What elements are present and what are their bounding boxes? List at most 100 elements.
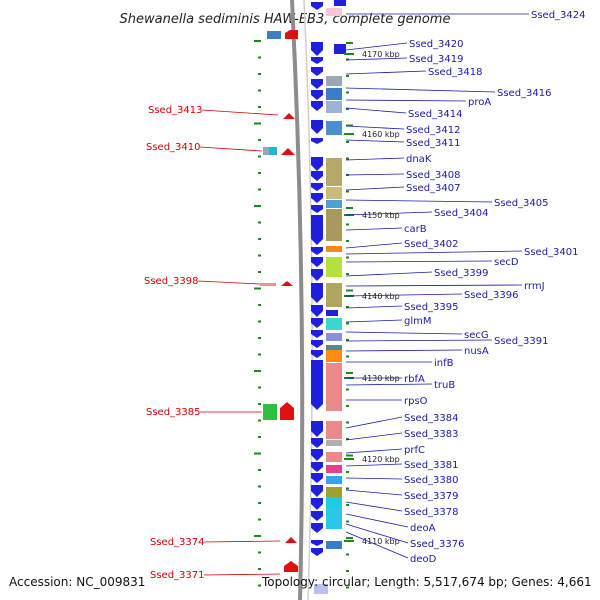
- gene-color-bar: [326, 345, 342, 350]
- right-gene-label: rbfA: [404, 374, 425, 385]
- gene-color-bar: [326, 318, 342, 330]
- forward-gene-arrow: [311, 120, 323, 134]
- tick-mark-left: [258, 403, 261, 405]
- gene-color-bar: [326, 476, 342, 484]
- forward-gene-arrow: [311, 215, 323, 245]
- tick-mark-right: [346, 520, 349, 523]
- right-gene-label: Ssed_3399: [434, 268, 489, 279]
- tick-mark-left: [258, 221, 261, 224]
- tick-mark-right: [346, 207, 353, 209]
- right-gene-label: Ssed_3420: [409, 39, 464, 50]
- tick-mark-left: [258, 353, 261, 356]
- tick-mark-right: [346, 256, 349, 259]
- tick-mark-left: [258, 89, 261, 92]
- forward-gene-arrow: [311, 473, 323, 483]
- gene-color-bar: [326, 440, 342, 446]
- right-gene-label: Ssed_3405: [494, 198, 549, 209]
- right-gene-label: Ssed_3418: [428, 67, 483, 78]
- genome-backbone: [290, 0, 305, 600]
- right-label-leader: [345, 242, 403, 249]
- gene-color-bar: [326, 350, 342, 362]
- gene-color-bar: [326, 465, 342, 473]
- right-gene-label: Ssed_3396: [464, 290, 519, 301]
- right-gene-label: glmM: [404, 316, 432, 327]
- forward-gene-arrow: [311, 257, 323, 267]
- tick-mark-right: [346, 124, 353, 127]
- left-gene-label: Ssed_3398: [144, 276, 199, 287]
- right-gene-label: infB: [434, 358, 454, 369]
- gene-color-bar: [326, 497, 342, 507]
- tick-mark-left: [258, 502, 261, 504]
- gene-color-bar: [326, 121, 342, 135]
- right-label-leader: [345, 157, 405, 161]
- forward-gene-arrow: [311, 183, 323, 191]
- tick-mark-left: [258, 139, 261, 141]
- left-gene-label: Ssed_3371: [150, 570, 205, 581]
- forward-gene-arrow: [311, 511, 323, 521]
- forward-gene-arrow: [311, 462, 323, 472]
- gene-color-bar: [326, 333, 342, 341]
- tick-mark-right: [346, 553, 349, 556]
- tick-mark-right: [346, 388, 349, 391]
- tick-mark-left: [258, 584, 261, 587]
- tick-mark-right: [346, 438, 349, 440]
- tick-mark-left: [258, 238, 261, 240]
- tick-mark-left: [258, 106, 261, 108]
- tick-mark-right: [346, 223, 349, 226]
- kbp-label: 4140 kbp: [362, 292, 400, 301]
- left-gene-labels: Ssed_3413Ssed_3410Ssed_3398Ssed_3385Ssed…: [144, 105, 281, 581]
- gene-color-bar: [326, 363, 342, 411]
- tick-mark-right: [346, 339, 349, 341]
- gene-color-bar: [326, 507, 342, 529]
- left-label-leader: [201, 109, 279, 116]
- right-gene-label: carB: [404, 224, 427, 235]
- accession-text: Accession: NC_009831: [9, 575, 145, 589]
- forward-gene-arrow: [311, 360, 323, 410]
- right-label-leader: [345, 57, 408, 61]
- right-label-leader: [345, 501, 403, 512]
- tick-mark-left: [258, 436, 261, 438]
- tick-mark-left: [258, 172, 261, 174]
- right-label-leader: [345, 349, 463, 352]
- right-label-leader: [345, 489, 403, 496]
- tick-mark-left: [254, 205, 261, 207]
- forward-gene-box: [326, 310, 338, 316]
- reverse-gene-bar: [260, 283, 276, 286]
- tick-mark-right: [346, 91, 349, 94]
- topology-text: Topology: circular; Length: 5,517,674 bp…: [261, 575, 592, 589]
- tick-mark-right: [346, 454, 353, 457]
- forward-gene-arrow: [311, 548, 323, 556]
- right-gene-label: prfC: [404, 445, 425, 456]
- kbp-label: 4110 kbp: [362, 537, 400, 546]
- right-label-leader: [345, 339, 493, 342]
- tick-mark-left: [254, 452, 261, 455]
- right-gene-label: Ssed_3407: [406, 183, 461, 194]
- forward-gene-box: [314, 584, 328, 594]
- right-label-leader: [345, 250, 523, 255]
- reverse-gene-bar: [263, 404, 277, 420]
- genome-backbone-inner: [303, 0, 313, 600]
- left-label-leader: [199, 146, 263, 152]
- tick-mark-left: [258, 485, 261, 488]
- gene-color-bar: [326, 187, 342, 199]
- reverse-gene-arrow: [283, 113, 295, 119]
- right-label-leader: [345, 42, 408, 51]
- left-gene-label: Ssed_3374: [150, 537, 205, 548]
- tick-mark-right: [346, 487, 349, 490]
- tick-mark-right: [346, 141, 349, 143]
- forward-gene-arrow: [311, 205, 323, 213]
- tick-mark-left: [258, 551, 261, 554]
- left-gene-label: Ssed_3413: [148, 105, 203, 116]
- tick-mark-left: [258, 320, 261, 323]
- tick-mark-right: [346, 157, 349, 160]
- right-label-leader: [345, 416, 403, 429]
- tick-mark-right: [346, 108, 349, 110]
- right-gene-label: Ssed_3395: [404, 302, 459, 313]
- right-label-leader: [345, 513, 409, 528]
- tick-mark-left: [254, 535, 261, 537]
- tick-mark-right: [346, 355, 349, 358]
- right-gene-label: Ssed_3424: [531, 10, 586, 21]
- tick-mark-right: [346, 75, 349, 77]
- right-label-leader: [345, 448, 403, 454]
